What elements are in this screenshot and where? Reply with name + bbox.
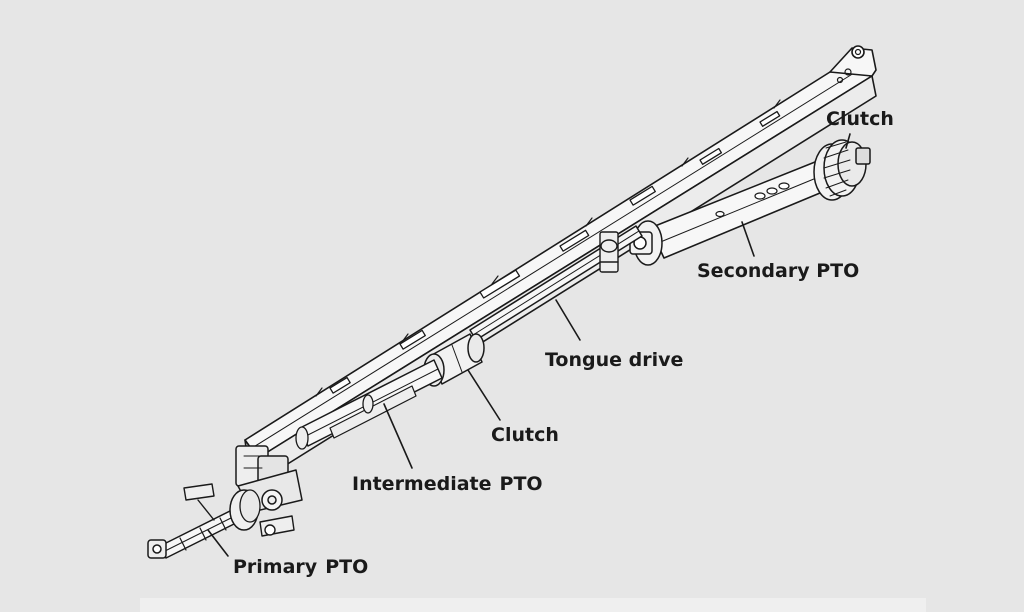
front-clutch <box>813 139 871 201</box>
leader-lines <box>207 133 851 557</box>
label-primary-word: Primary <box>233 556 318 578</box>
label-clutch-front: Clutch <box>826 108 894 130</box>
label-tongue-drive: Tongue drive <box>545 349 684 371</box>
tongue-top-face <box>244 57 873 459</box>
frame-slots <box>329 110 781 394</box>
frame-tabs <box>315 99 781 397</box>
leader-tongue-drive <box>555 299 581 341</box>
leader-secondary-pto <box>741 221 755 257</box>
leader-intermediate-pto <box>383 403 413 469</box>
support-brackets <box>183 483 295 537</box>
label-intermediate-pto-word: PTO <box>499 473 543 495</box>
tongue-drive-bearing <box>599 231 619 273</box>
primary-pto-shaft <box>147 489 261 559</box>
bottom-strip <box>140 598 926 612</box>
hitch-eye <box>851 45 865 59</box>
intermediate-pto-shaft <box>295 359 443 450</box>
label-clutch-middle: Clutch <box>491 424 559 446</box>
tongue-front-cap <box>829 47 877 77</box>
leader-primary-pto <box>207 529 229 557</box>
primary-yoke <box>147 539 167 559</box>
label-intermediate-pto: Intermediate PTO <box>352 475 543 494</box>
label-primary-pto: Primary PTO <box>233 558 368 577</box>
leader-clutch-mid <box>467 369 501 421</box>
label-secondary-pto: Secondary PTO <box>697 260 860 282</box>
leader-clutch-top <box>845 133 851 149</box>
label-intermediate-word: Intermediate <box>352 473 492 495</box>
label-primary-pto-word: PTO <box>325 556 369 578</box>
